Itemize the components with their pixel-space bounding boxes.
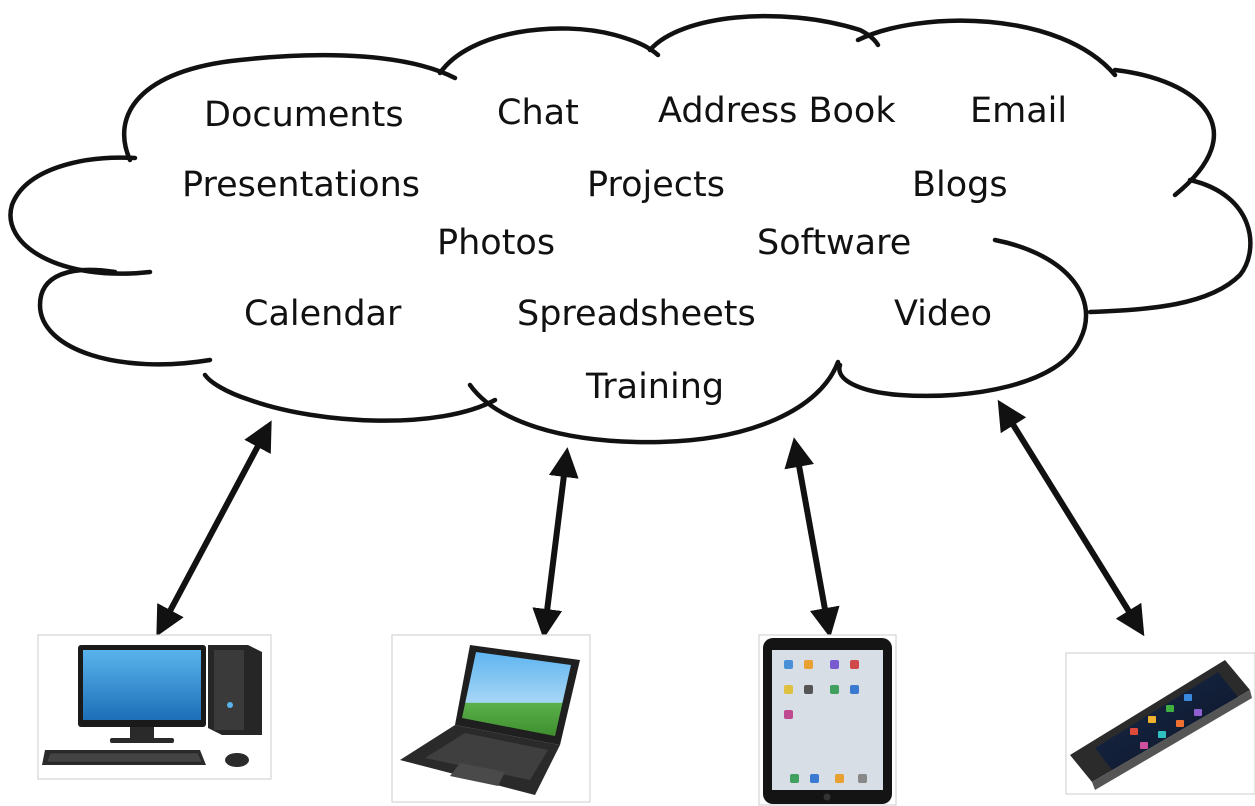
sync-arrow-laptop <box>532 447 579 639</box>
tablet-icon <box>758 634 897 806</box>
desktop-computer-icon <box>37 634 272 780</box>
service-calendar: Calendar <box>244 294 402 334</box>
service-video: Video <box>894 294 992 334</box>
service-projects: Projects <box>587 165 725 205</box>
service-photos: Photos <box>437 223 555 263</box>
service-blogs: Blogs <box>912 165 1008 205</box>
service-training: Training <box>585 367 724 407</box>
sync-arrow-desktop <box>156 420 272 637</box>
cloud-shape <box>8 13 1253 445</box>
smartphone-icon <box>1065 652 1255 795</box>
laptop-icon <box>391 634 591 803</box>
service-documents: Documents <box>204 95 404 135</box>
service-email: Email <box>970 91 1067 131</box>
service-presentations: Presentations <box>182 165 420 205</box>
service-address-book: Address Book <box>658 91 896 131</box>
sync-arrow-phone <box>997 399 1145 637</box>
service-spreadsheets: Spreadsheets <box>517 294 756 334</box>
sync-arrow-tablet <box>784 437 840 638</box>
service-chat: Chat <box>497 93 579 133</box>
service-software: Software <box>757 223 911 263</box>
